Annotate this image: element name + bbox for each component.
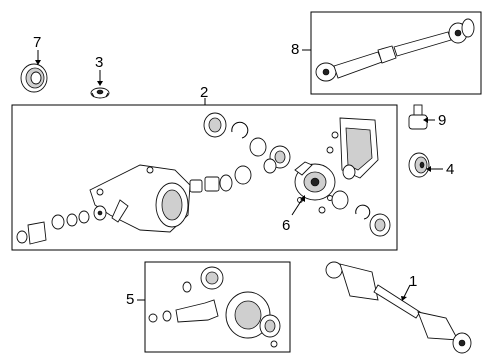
callout-2: 2: [200, 84, 208, 101]
arrow-1: [401, 296, 407, 301]
callout-4: 4: [446, 161, 454, 178]
differential-housing: [89, 164, 191, 233]
callout-8: 8: [291, 41, 299, 58]
leader-line-6: [291, 197, 304, 216]
bearing-set-upper: [203, 112, 291, 185]
axle-shaft-part-1: [325, 261, 472, 354]
pinion-parts: [189, 174, 233, 193]
arrow-9: [423, 117, 428, 123]
breather-plug-part-9: [408, 104, 428, 130]
arrow-4: [426, 166, 431, 172]
callout-1: 1: [409, 273, 417, 290]
pinion-kit-box: [144, 261, 291, 353]
callout-3: 3: [95, 54, 103, 71]
arrow-7: [35, 60, 41, 65]
arrow-6: [300, 195, 305, 202]
carrier-part-6: [294, 161, 336, 214]
callout-9: 9: [438, 112, 446, 129]
callout-6: 6: [282, 217, 290, 234]
pinion-kit-parts: [148, 266, 281, 348]
cover-plate: [339, 117, 379, 179]
mount-part-4: [408, 152, 430, 178]
callout-5: 5: [126, 291, 134, 308]
oil-seal-part-7: [20, 63, 48, 93]
input-flange-parts: [16, 205, 107, 245]
driveshaft-box: [310, 11, 482, 95]
driveshaft-part-8: [315, 18, 475, 82]
leader-line-1: [403, 284, 411, 298]
nut-part-3: [90, 87, 110, 99]
callout-7: 7: [33, 34, 41, 51]
side-bearings: [326, 131, 391, 237]
arrow-3: [97, 81, 103, 86]
